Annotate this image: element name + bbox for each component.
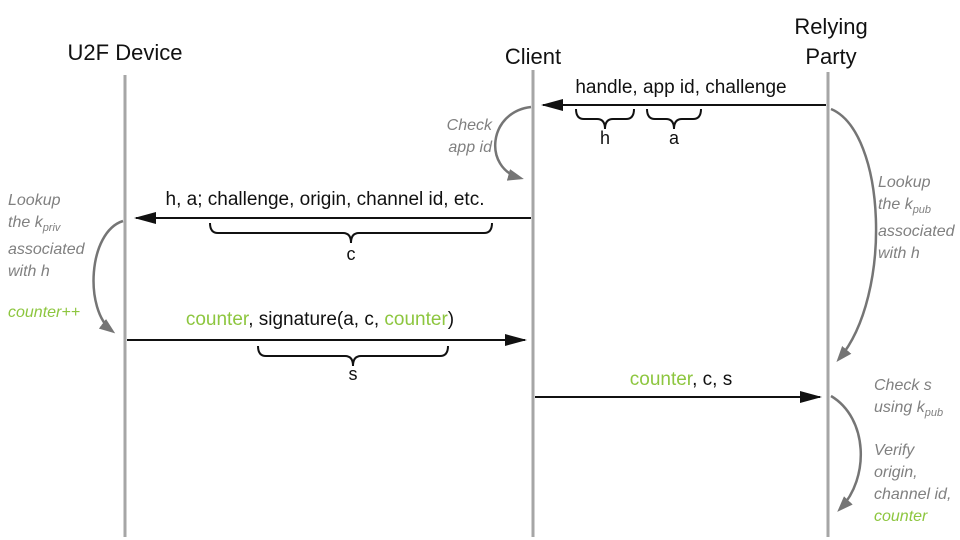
note-line: the kpriv xyxy=(8,214,61,235)
note-check-app-id: Check app id xyxy=(446,117,492,156)
arc-rp-verify xyxy=(830,394,863,512)
arc-client-check-app-id xyxy=(494,105,532,181)
arc-u2f-lookup-kpriv xyxy=(92,219,124,334)
arc-rp-lookup-kpub xyxy=(830,107,878,363)
message-label-handle-appid-challenge: handle, app id, challenge xyxy=(575,77,787,98)
note-line: associated xyxy=(8,241,85,259)
note-line: with h xyxy=(878,245,920,263)
note-line: Check s xyxy=(874,377,932,394)
note-line: Lookup xyxy=(878,174,931,191)
brace-label-h: h xyxy=(599,128,610,148)
note-verify: Verify origin, channel id, counter xyxy=(874,440,960,528)
brace-c xyxy=(209,222,493,244)
note-line: channel id, xyxy=(874,486,952,503)
c-s-text: , c, s xyxy=(692,369,733,390)
note-line: with h xyxy=(8,263,50,281)
note-lookup-kpub: Lookup the kpub associated with h xyxy=(878,172,960,265)
brace-h xyxy=(575,108,635,130)
paren-text: ) xyxy=(447,309,455,330)
actor-label-relying-party: Relying Party xyxy=(794,14,868,69)
counter-text: counter xyxy=(384,309,448,330)
note-counter-increment: counter++ xyxy=(8,304,81,321)
note-check-s: Check s using kpub xyxy=(874,375,960,424)
note-line: Verify xyxy=(874,442,915,459)
signature-text: , signature(a, c, xyxy=(248,309,385,330)
note-line: origin, xyxy=(874,464,918,481)
brace-a xyxy=(646,108,702,130)
actor-label-u2f-device: U2F Device xyxy=(67,40,183,65)
note-lookup-kpriv: Lookup the kpriv associated with h xyxy=(8,190,120,283)
actor-label-client: Client xyxy=(504,44,562,69)
brace-label-s: s xyxy=(348,364,358,384)
note-line: using kpub xyxy=(874,399,944,420)
brace-label-a: a xyxy=(668,128,679,148)
brace-label-c: c xyxy=(346,244,356,264)
message-label-counter-c-s: counter, c, s xyxy=(581,369,781,391)
message-label-counter-signature: counter, signature(a, c, counter) xyxy=(145,309,495,331)
note-line: Lookup xyxy=(8,192,61,209)
brace-s xyxy=(257,345,449,367)
counter-text: counter xyxy=(185,309,249,330)
note-line-counter: counter xyxy=(874,508,928,525)
note-line: the kpub xyxy=(878,196,932,217)
note-line: associated xyxy=(878,223,955,241)
counter-text: counter xyxy=(629,369,693,390)
message-label-h-a-challenge: h, a; challenge, origin, channel id, etc… xyxy=(165,189,485,210)
